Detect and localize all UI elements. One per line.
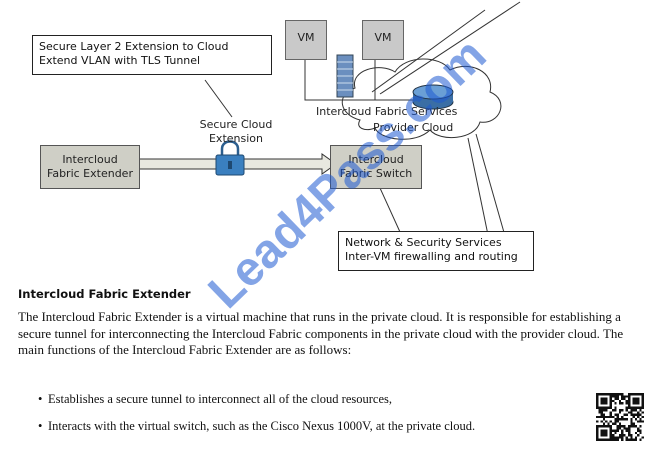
vm-label: VM: [374, 31, 392, 44]
label-line: Extension: [208, 132, 263, 145]
label-line: Secure Cloud: [199, 118, 273, 131]
callout-line: Network & Security Services: [345, 236, 502, 249]
bullet-icon: •: [38, 392, 43, 406]
callout-pointer: [475, 133, 506, 237]
callout-pointer: [467, 137, 489, 236]
callout-line: Secure Layer 2 Extension to Cloud: [39, 40, 229, 53]
services-label: Intercloud Fabric Services: [316, 105, 458, 118]
section-heading: Intercloud Fabric Extender: [18, 287, 191, 301]
diagram-canvas: [109, 1, 521, 237]
firewall-icon: [336, 54, 354, 98]
router-icon: [412, 84, 454, 110]
uplink-line: [379, 1, 521, 95]
qr-code-icon: [596, 393, 644, 441]
list-item-text: Interacts with the virtual switch, such …: [48, 419, 476, 433]
callout-pointer: [379, 187, 401, 233]
function-list: • Establishes a secure tunnel to intercon…: [38, 391, 598, 445]
callout-line: Extend VLAN with TLS Tunnel: [39, 54, 201, 67]
uplink-line: [371, 9, 486, 93]
list-item-text: Establishes a secure tunnel to interconn…: [48, 392, 392, 406]
box-line: Fabric Extender: [47, 167, 133, 180]
section-paragraph: The Intercloud Fabric Extender is a virt…: [18, 309, 624, 357]
vm-label: VM: [297, 31, 315, 44]
list-item: • Interacts with the virtual switch, such…: [38, 418, 598, 434]
lock-icon: [215, 140, 245, 176]
callout-line: Inter-VM firewalling and routing: [345, 250, 518, 263]
fabric-switch-box: Intercloud Fabric Switch: [330, 145, 422, 189]
bullet-icon: •: [38, 419, 43, 433]
box-line: Intercloud: [62, 153, 118, 166]
list-item: • Establishes a secure tunnel to intercon…: [38, 391, 598, 407]
callout-pointer: [204, 79, 233, 118]
vm-box: VM: [285, 20, 327, 60]
box-line: Intercloud: [348, 153, 404, 166]
vm-connector: [304, 60, 420, 101]
services-callout: Network & Security Services Inter-VM fir…: [338, 231, 534, 271]
fabric-extender-box: Intercloud Fabric Extender: [40, 145, 140, 189]
secure-cloud-label: Secure Cloud Extension: [196, 118, 276, 146]
box-line: Fabric Switch: [339, 167, 413, 180]
tunnel-callout: Secure Layer 2 Extension to Cloud Extend…: [32, 35, 272, 75]
vm-box: VM: [362, 20, 404, 60]
provider-cloud-label: Provider Cloud: [373, 121, 454, 134]
